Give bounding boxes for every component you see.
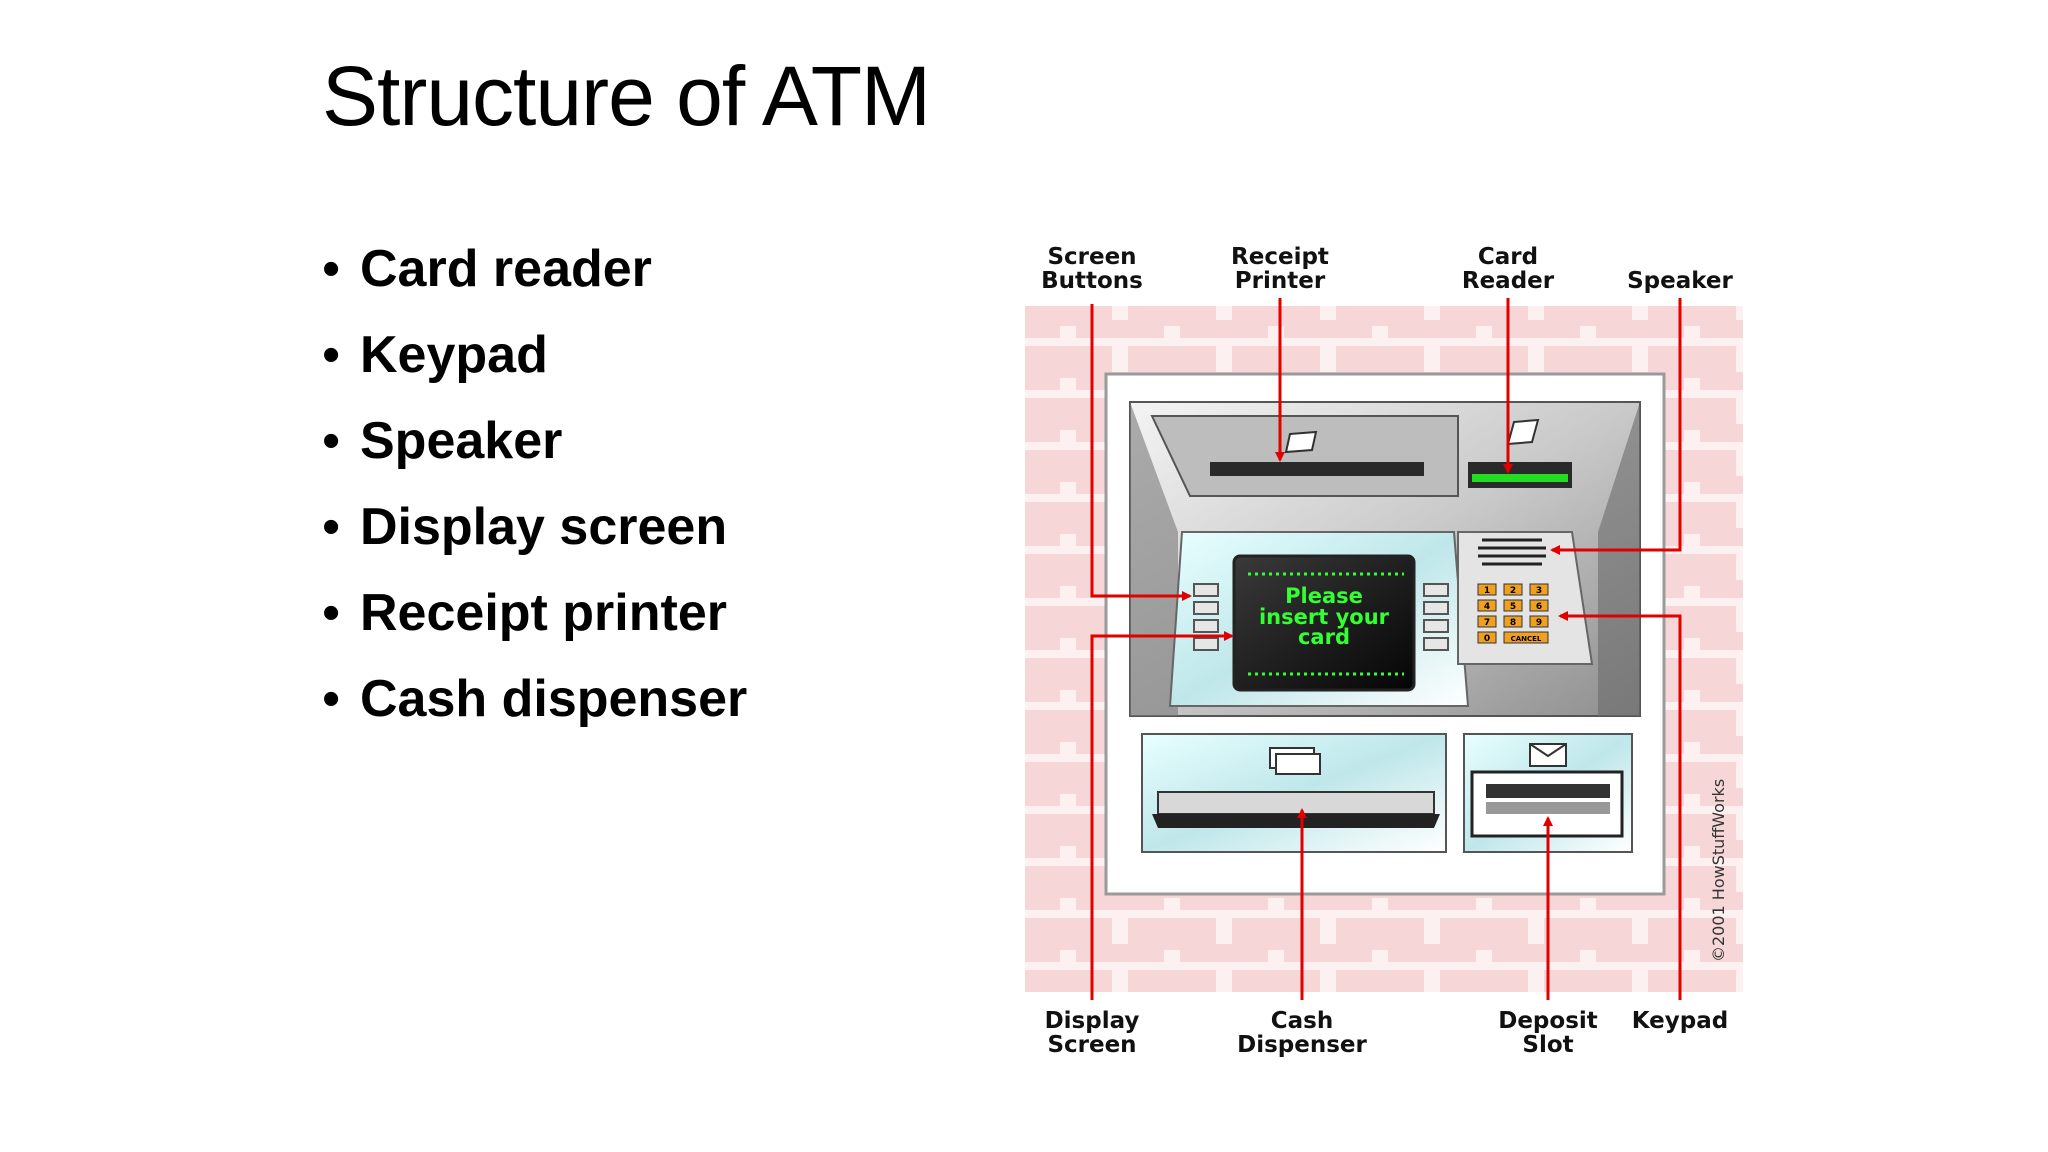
keypad-key-label: 1 (1484, 586, 1490, 596)
keypad-key-label: 4 (1484, 602, 1490, 612)
card-icon (1506, 418, 1540, 446)
keypad-key-label: 2 (1510, 586, 1516, 596)
display-screen (1232, 554, 1416, 692)
keypad-key (1503, 631, 1549, 644)
deposit-slot-opening (1486, 784, 1610, 798)
bullet-item: • Cash dispenser (322, 662, 747, 748)
atm-diagram: Please insert your card 1 2 3 4 5 6 7 8 … (1025, 244, 1743, 1058)
card-reader-light (1472, 474, 1568, 482)
bullet-text: Cash dispenser (360, 670, 748, 728)
bullet-dot: • (322, 412, 341, 470)
label-receipt-printer-2: Printer (1235, 268, 1326, 294)
bullet-list: • Card reader • Keypad • Speaker • Display s… (322, 232, 747, 748)
keypad-key (1477, 615, 1497, 628)
arrow-display-screen (1090, 631, 1234, 1000)
keypad-key-label: 9 (1536, 618, 1542, 628)
label-screen-buttons-2: Buttons (1041, 268, 1143, 294)
keypad-panel (1457, 531, 1594, 665)
label-receipt-printer-1: Receipt (1231, 244, 1329, 270)
bullet-item: • Keypad (322, 318, 747, 404)
label-cash-dispenser-1: Cash (1271, 1008, 1333, 1034)
receipt-slot (1210, 462, 1424, 476)
bullet-dot: • (322, 584, 341, 642)
receipt-printer-hood (1150, 415, 1459, 497)
label-cash-dispenser-2: Dispenser (1237, 1032, 1367, 1058)
label-keypad: Keypad (1632, 1008, 1728, 1034)
label-speaker: Speaker (1627, 268, 1733, 294)
bullet-item: • Speaker (322, 404, 747, 490)
keypad-key (1477, 631, 1497, 644)
recess-shadow-right (1598, 402, 1640, 716)
receipt-icon (1284, 430, 1318, 454)
keypad-key (1503, 599, 1523, 612)
bullet-text: Keypad (360, 326, 548, 384)
screen-text-line-2: insert your (1259, 605, 1390, 629)
label-display-screen-2: Screen (1047, 1032, 1136, 1058)
callout-arrows (1090, 298, 1682, 1000)
label-screen-buttons-1: Screen (1047, 244, 1136, 270)
speaker-grille (1478, 538, 1546, 566)
bullet-text: Speaker (360, 412, 563, 470)
keypad-key (1503, 583, 1523, 596)
keypad-key (1529, 599, 1549, 612)
keypad-key (1477, 583, 1497, 596)
envelope-flap (1529, 743, 1567, 758)
keypad-key-label: 3 (1536, 586, 1542, 596)
keypad-key-label: 0 (1484, 634, 1490, 644)
copyright: ©2001 HowStuffWorks (1709, 779, 1728, 962)
bullet-dot: • (322, 670, 341, 728)
arrow-screen-buttons (1090, 304, 1192, 601)
label-deposit-slot-1: Deposit (1498, 1008, 1598, 1034)
bullet-dot: • (322, 326, 341, 384)
screen-text-line-1: Please (1285, 584, 1363, 608)
label-card-reader-2: Reader (1462, 268, 1555, 294)
bullet-item: • Card reader (322, 232, 747, 318)
bullet-dot: • (322, 240, 341, 298)
keypad-key-label: 8 (1510, 618, 1516, 628)
label-deposit-slot-2: Slot (1522, 1032, 1573, 1058)
label-display-screen-1: Display (1045, 1008, 1140, 1034)
keypad: 1 2 3 4 5 6 7 8 9 0 CANCEL (1477, 583, 1549, 644)
cash-dispenser-lip (1152, 814, 1440, 828)
keypad-key-label: CANCEL (1511, 635, 1542, 643)
keypad-key-label: 6 (1536, 602, 1542, 612)
keypad-key-label: 7 (1484, 618, 1490, 628)
keypad-key-label: 5 (1510, 602, 1516, 612)
bullet-text: Display screen (360, 498, 728, 556)
bullet-text: Receipt printer (360, 584, 727, 642)
keypad-key (1503, 615, 1523, 628)
bullet-item: • Display screen (322, 490, 747, 576)
cash-dispenser-slot (1157, 791, 1435, 815)
keypad-key (1529, 583, 1549, 596)
arrow-speaker (1550, 298, 1682, 555)
deposit-slot-base (1486, 802, 1610, 814)
slide-title: Structure of ATM (322, 49, 931, 143)
screen-buttons (1193, 583, 1449, 651)
cash-icon (1269, 747, 1321, 775)
keypad-key (1477, 599, 1497, 612)
keypad-key (1529, 615, 1549, 628)
label-card-reader-1: Card (1478, 244, 1538, 270)
screen-text-line-3: card (1298, 625, 1350, 649)
arrow-keypad (1558, 611, 1682, 1000)
bullet-item: • Receipt printer (322, 576, 747, 662)
bullet-dot: • (322, 498, 341, 556)
bullet-text: Card reader (360, 240, 652, 298)
